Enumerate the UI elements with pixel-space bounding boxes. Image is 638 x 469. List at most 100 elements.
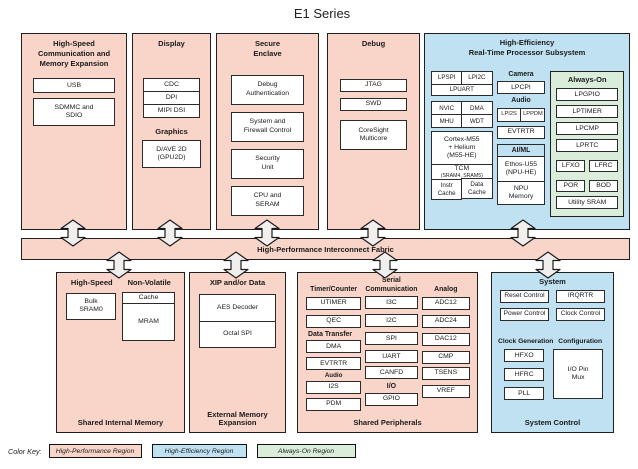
block-qec: QEC: [306, 314, 362, 328]
nonvolatile-stack: Cache MRAM: [122, 291, 175, 341]
box-title: Display: [158, 39, 185, 48]
block-tsens: TSENS: [421, 366, 471, 380]
block-cmp: CMP: [421, 350, 471, 364]
timer-counter-heading: Timer/Counter: [310, 286, 358, 293]
lfxo-lfrc-row: LFXO LFRC: [556, 156, 618, 173]
block-system-firewall-control: System and Firewall Control: [231, 111, 304, 142]
sim-body: Bulk SRAM0 Cache MRAM: [66, 291, 175, 341]
block-gpio: GPIO: [365, 392, 418, 406]
block-jtag: JTAG: [340, 78, 407, 92]
block-power-control: Power Control: [500, 307, 549, 321]
sim-headers: High-Speed Non-Volatile: [63, 278, 178, 288]
configuration-heading: Configuration: [558, 337, 603, 345]
legend-high-efficiency-swatch: High-Efficiency Region: [151, 444, 247, 458]
block-debug-authentication: Debug Authentication: [231, 74, 304, 105]
block-ethos-u55: Ethos-U55 (NPU-HE): [496, 155, 546, 182]
sc-footer: System Control: [524, 418, 581, 428]
box-external-memory-expansion: XIP and/or Data AES Decoder Octal SPI Ex…: [189, 272, 286, 433]
box-shared-internal-memory: High-Speed Non-Volatile Bulk SRAM0 Cache…: [56, 272, 185, 433]
box-high-speed-communication: High-Speed Communication and Memory Expa…: [21, 33, 127, 230]
mhu-wdt-row: MHU WDT: [431, 114, 493, 129]
sc-body: HFXO HFRC PLL I/O Pin Mux: [504, 349, 603, 401]
block-adc24: ADC24: [421, 314, 471, 328]
display-interfaces: CDC DPI MIPI DSI: [143, 77, 200, 118]
block-lpgpio: LPGPIO: [556, 88, 618, 102]
block-io-pin-mux: I/O Pin Mux: [553, 349, 603, 400]
bidirectional-arrow: [510, 219, 536, 247]
box-always-on: Always-On LPGPIO LPTIMER LPCMP LPRTC LFX…: [550, 70, 624, 217]
block-cpu-seram: CPU and SERAM: [231, 185, 304, 216]
block-npu-memory: NPU Memory: [496, 180, 546, 205]
block-dma: DMA: [461, 101, 493, 116]
graphics-heading: Graphics: [155, 126, 188, 136]
aiml-stack: AI/ML Ethos-U55 (NPU-HE) NPU Memory: [496, 143, 546, 205]
block-lpi2c: LPI2C: [461, 70, 493, 85]
block-canfd: CANFD: [365, 366, 418, 380]
box-display: Display CDC DPI MIPI DSI Graphics D/AVE …: [132, 33, 211, 230]
legend-high-performance-swatch: High-Performance Region: [48, 444, 142, 458]
bidirectional-arrow: [535, 251, 561, 279]
block-hfxo: HFXO: [504, 349, 545, 363]
block-swd: SWD: [340, 97, 407, 111]
block-cdc: CDC: [143, 77, 200, 92]
analog-column: Analog ADC12 ADC24 DAC12 CMP TSENS VREF: [421, 277, 471, 411]
box-shared-peripherals: Timer/Counter UTIMER QEC Data Transfer D…: [297, 272, 478, 433]
nvic-dma-row: NVIC DMA: [431, 101, 493, 116]
color-key-legend: Color Key: High-Performance Region High-…: [8, 444, 356, 458]
analog-heading: Analog: [434, 286, 458, 293]
box-title: Secure Enclave: [253, 39, 282, 58]
block-irqrtr: IRQRTR: [556, 289, 605, 303]
block-lptimer: LPTIMER: [556, 105, 618, 119]
bidirectional-arrow: [157, 219, 183, 247]
block-reset-control: Reset Control: [500, 289, 549, 303]
block-mram: MRAM: [122, 302, 175, 341]
block-sdmmc-sdio: SDMMC and SDIO: [33, 98, 115, 127]
block-wdt: WDT: [461, 114, 493, 129]
block-octal-spi: Octal SPI: [199, 320, 276, 348]
block-vref: VREF: [421, 384, 471, 398]
block-utimer: UTIMER: [306, 296, 362, 310]
bidirectional-arrow: [60, 219, 86, 247]
block-lpcmp: LPCMP: [556, 122, 618, 136]
sp-footer: Shared Peripherals: [353, 418, 422, 428]
serial-communication-heading: Serial Communication: [365, 277, 418, 293]
por-bod-row: POR BOD: [556, 176, 618, 193]
eme-footer: External Memory Expansion: [207, 409, 268, 428]
block-aes-decoder: AES Decoder: [199, 293, 276, 322]
block-i3c: I3C: [365, 296, 418, 310]
bidirectional-arrow: [360, 219, 386, 247]
block-pll: PLL: [504, 387, 545, 401]
block-dpi: DPI: [143, 90, 200, 105]
he-media-column: Camera LPCPI Audio LPI2S LPPDM EVTRTR AI…: [496, 71, 546, 217]
audio-heading-shared: Audio: [324, 372, 343, 380]
he-columns: LPSPI LPI2C LPUART NVIC DMA MHU WDT Cort…: [431, 70, 624, 217]
block-lprtc: LPRTC: [556, 139, 618, 153]
clock-generation-heading: Clock Generation: [498, 337, 554, 345]
block-uart: UART: [365, 350, 418, 364]
block-mipi-dsi: MIPI DSI: [143, 103, 200, 118]
box-secure-enclave: Secure Enclave Debug Authentication Syst…: [216, 33, 319, 230]
box-title: Debug: [361, 39, 386, 48]
block-dma: DMA: [306, 340, 362, 354]
block-lppdm: LPPDM: [520, 107, 546, 122]
block-instr-cache: Instr Cache: [431, 179, 463, 201]
bidirectional-arrow: [254, 219, 280, 247]
legend-label: Color Key:: [8, 446, 42, 456]
serial-communication-column: Serial Communication I3C I2C SPI UART CA…: [365, 277, 418, 411]
block-nvic: NVIC: [431, 101, 463, 116]
timer-counter-column: Timer/Counter UTIMER QEC Data Transfer D…: [306, 277, 362, 411]
aiml-heading: AI/ML: [496, 143, 546, 157]
block-clock-control: Clock Control: [556, 307, 605, 321]
block-utility-sram: Utility SRAM: [556, 196, 618, 210]
data-transfer-heading: Data Transfer: [308, 330, 353, 338]
block-lpspi: LPSPI: [431, 70, 463, 85]
block-security-unit: Security Unit: [231, 148, 304, 179]
block-spi: SPI: [365, 332, 418, 346]
block-lfxo: LFXO: [556, 160, 586, 173]
bidirectional-arrow: [372, 251, 398, 279]
he-processor-column: LPSPI LPI2C LPUART NVIC DMA MHU WDT Cort…: [431, 70, 493, 217]
box-title: High-Efficiency Real-Time Processor Subs…: [468, 38, 586, 57]
box-title: High-Speed Communication and Memory Expa…: [37, 39, 111, 68]
system-heading: System: [539, 277, 566, 286]
block-lpuart: LPUART: [431, 83, 493, 97]
